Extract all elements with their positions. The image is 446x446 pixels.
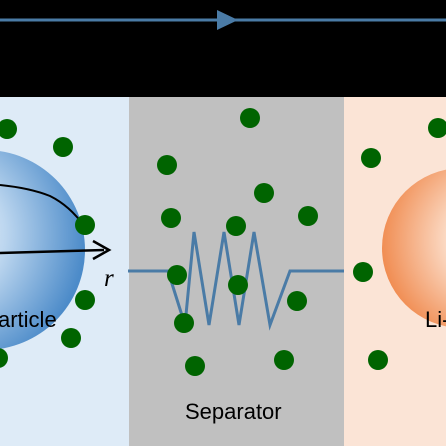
ion xyxy=(274,350,294,370)
radius-arrowhead-icon xyxy=(92,239,112,261)
ion xyxy=(185,356,205,376)
separator-label: Separator xyxy=(185,399,282,424)
ion xyxy=(75,215,95,235)
ion xyxy=(226,216,246,236)
ion xyxy=(368,350,388,370)
concentration-profile xyxy=(0,184,85,227)
ion xyxy=(53,137,73,157)
ion xyxy=(228,275,248,295)
ion xyxy=(428,118,446,138)
ion xyxy=(75,290,95,310)
ion xyxy=(61,328,81,348)
ion-group xyxy=(0,108,446,376)
ion xyxy=(254,183,274,203)
ion xyxy=(287,291,307,311)
ion xyxy=(161,208,181,228)
ion xyxy=(174,313,194,333)
ion xyxy=(167,265,187,285)
anode-particle xyxy=(0,151,85,349)
cathode-particle xyxy=(382,169,446,327)
ion xyxy=(298,206,318,226)
right-arrow-icon xyxy=(217,10,238,30)
ion xyxy=(0,119,17,139)
ion xyxy=(240,108,260,128)
cathode-particle-label: Li- xyxy=(425,307,446,332)
resistor-icon xyxy=(128,231,344,331)
radius-label: r xyxy=(104,265,114,292)
anode-particle-label: article xyxy=(0,307,57,332)
radius-arrow-line xyxy=(0,248,105,255)
ion xyxy=(361,148,381,168)
ion xyxy=(157,155,177,175)
ion xyxy=(0,348,8,368)
ion xyxy=(353,262,373,282)
